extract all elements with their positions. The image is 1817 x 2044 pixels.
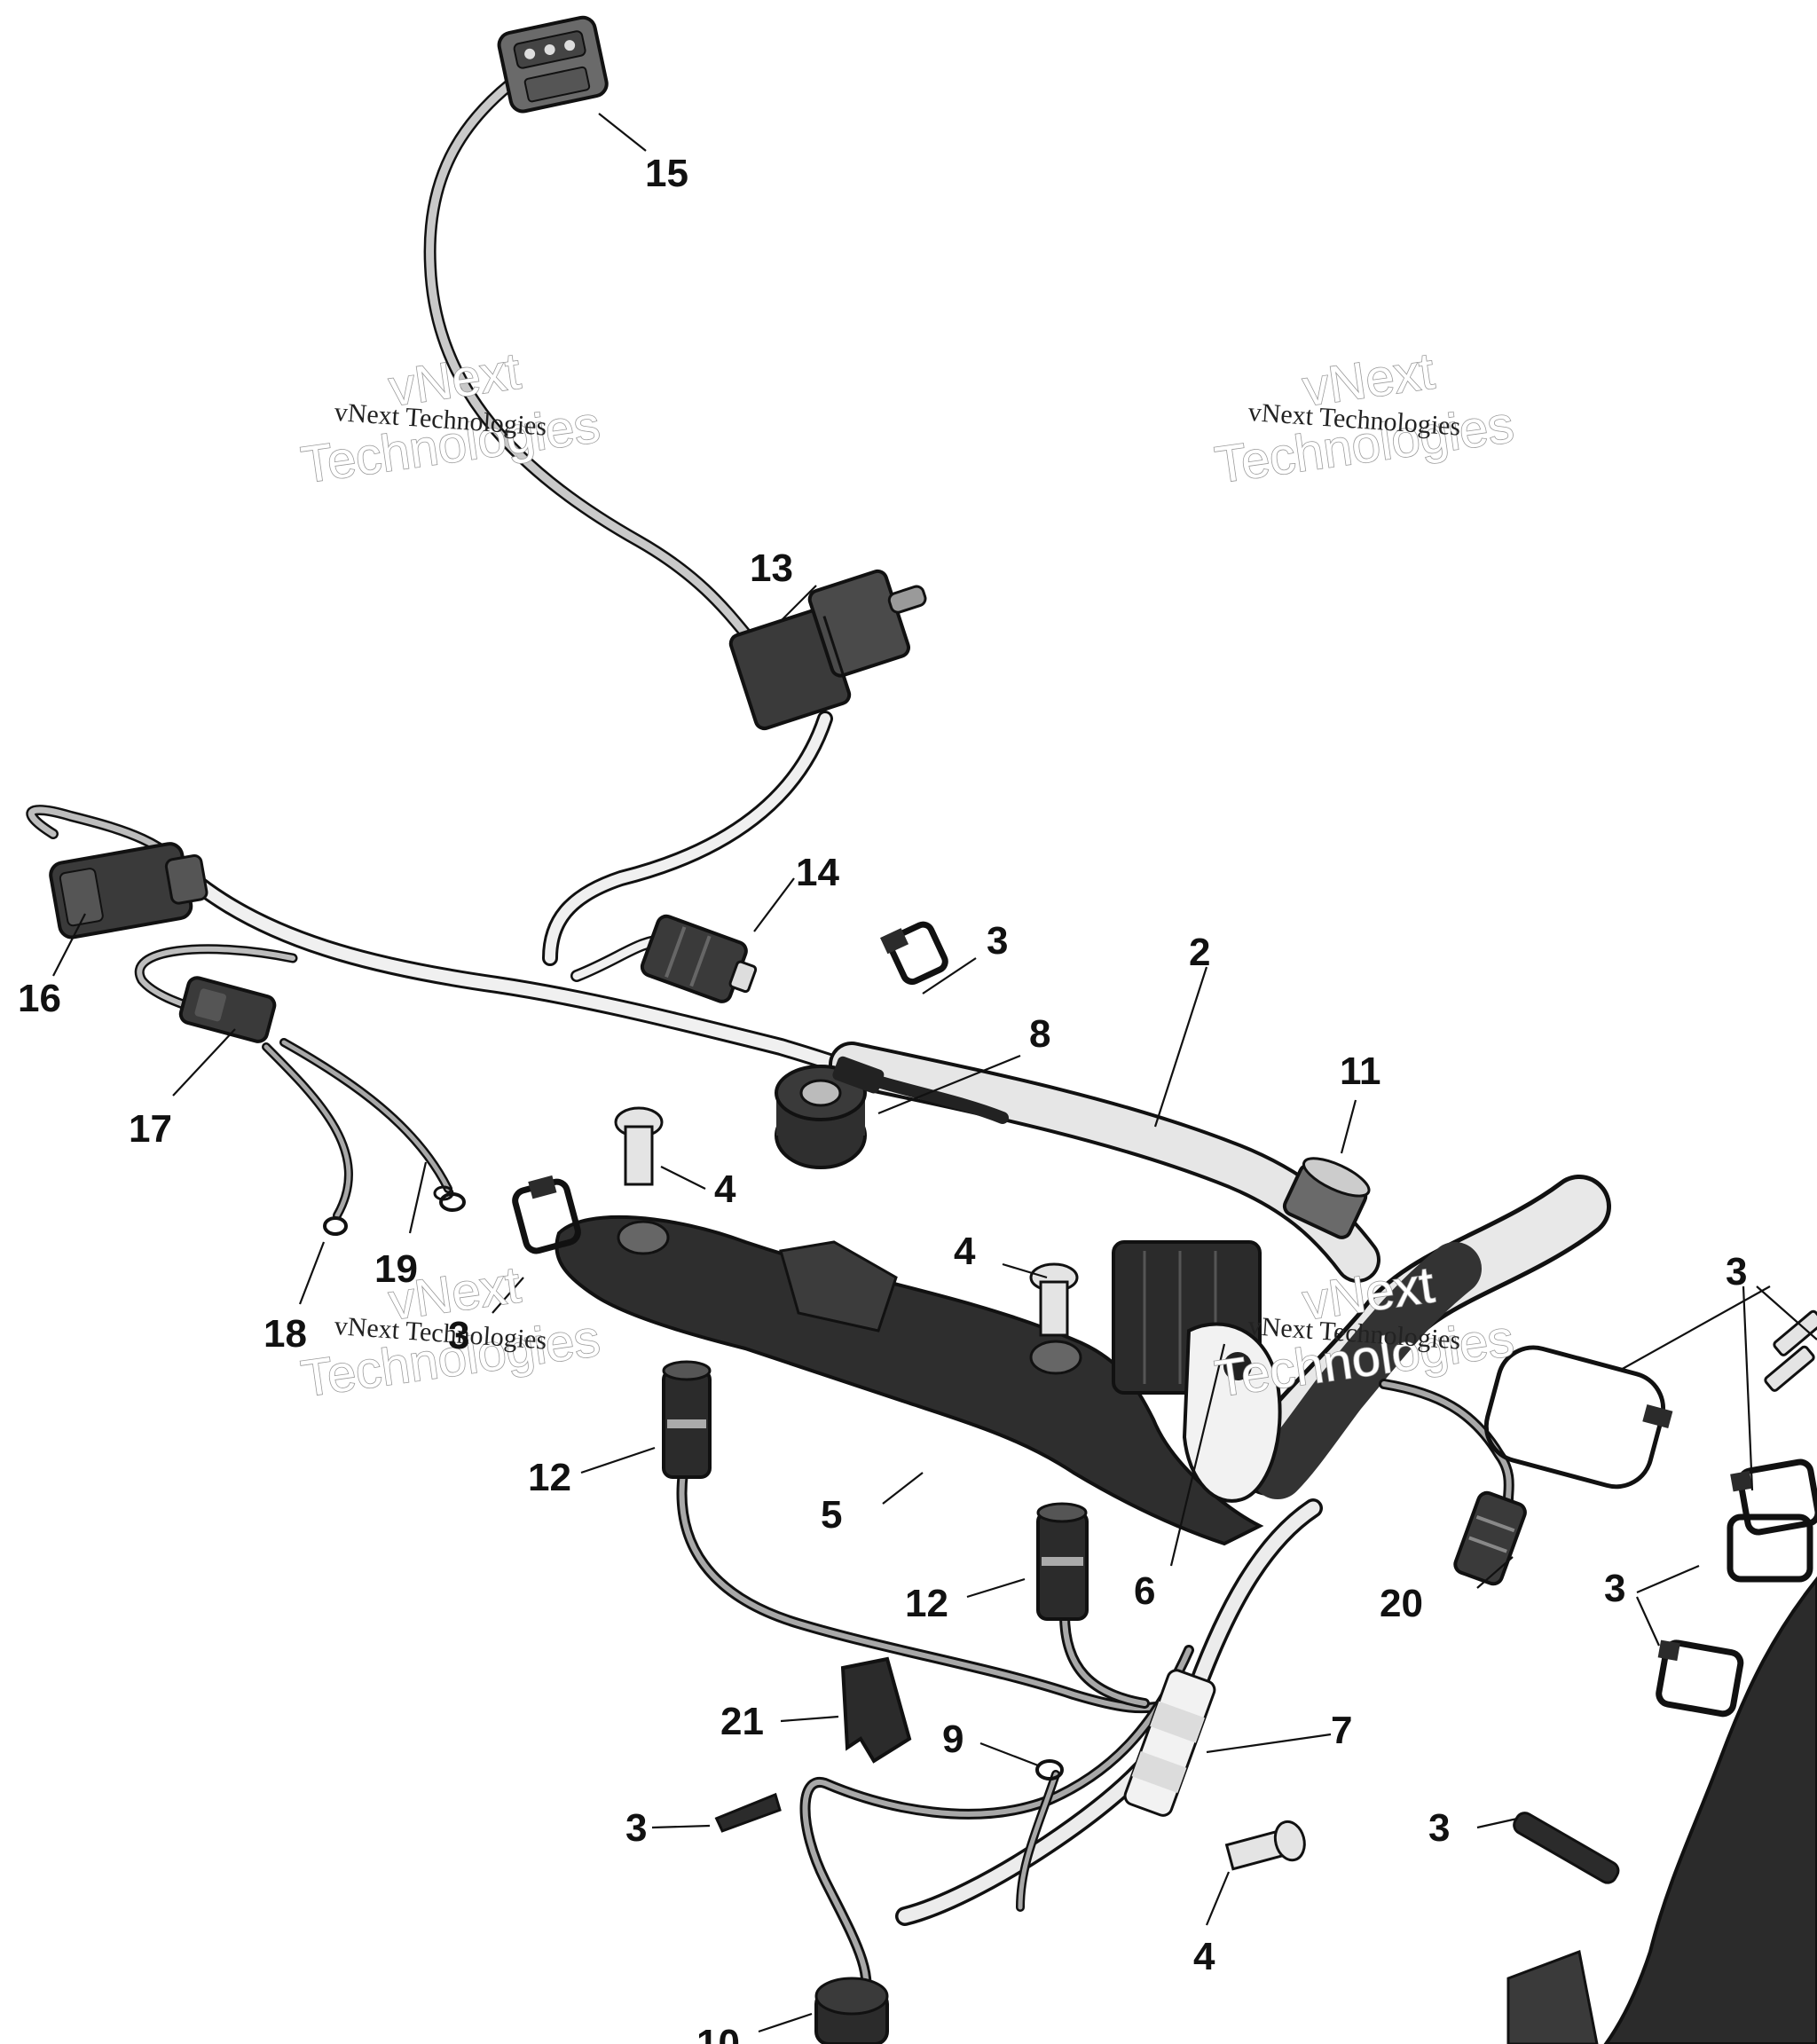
callout-8: 8	[1029, 1012, 1050, 1056]
connector-20	[1453, 1490, 1527, 1586]
connector-15	[497, 15, 609, 114]
callout-3-left: 3	[448, 1314, 469, 1357]
watermark-upper-right: vNext Technologies vNext Technologies	[1211, 342, 1518, 495]
watermark-upper-left: vNext Technologies vNext Technologies	[297, 342, 604, 495]
connector-14	[640, 914, 758, 1003]
callout-labels: 15 13 14 16 17 18 19 3 2 8 11 4 4 3 3 12…	[18, 152, 1747, 2044]
cable-tie-3h	[1513, 1812, 1620, 1884]
connector-17	[178, 976, 277, 1043]
callout-3-right: 3	[1726, 1250, 1747, 1293]
callout-4-lower: 4	[1193, 1935, 1215, 1978]
connector-13	[728, 569, 927, 731]
callout-10: 10	[696, 2022, 740, 2044]
callout-17: 17	[129, 1107, 172, 1151]
cable-tie-3c	[1483, 1345, 1673, 1490]
callout-20: 20	[1380, 1582, 1423, 1625]
screw-4b	[1029, 1262, 1079, 1337]
callout-11: 11	[1340, 1050, 1381, 1093]
callout-4-middle: 4	[954, 1230, 976, 1273]
cable-tie-3e	[1727, 1513, 1813, 1583]
callout-6: 6	[1134, 1569, 1155, 1613]
callout-9: 9	[942, 1718, 964, 1761]
right-edge-terminals	[1764, 1309, 1817, 1392]
callout-4-upper: 4	[714, 1167, 736, 1211]
sleeve-7	[1123, 1669, 1216, 1817]
ring-terminal-18	[323, 1216, 348, 1236]
callout-3-bottom-left: 3	[625, 1806, 647, 1850]
callout-13: 13	[750, 546, 793, 590]
clip-21	[840, 1656, 912, 1764]
cable-tie-3f	[1656, 1639, 1744, 1718]
screw-4c	[1224, 1820, 1306, 1871]
callout-14: 14	[796, 851, 839, 894]
wire-19	[279, 1038, 452, 1193]
callout-12-right: 12	[905, 1582, 948, 1625]
callout-19: 19	[374, 1247, 418, 1291]
callout-5: 5	[821, 1493, 842, 1537]
watermark-lower-left: vNext Technologies vNext Technologies	[297, 1255, 604, 1409]
callout-15: 15	[645, 152, 688, 195]
ring-terminal-19	[433, 1185, 466, 1212]
connector-16	[49, 842, 208, 939]
callout-3-bottom-right: 3	[1428, 1806, 1450, 1850]
right-edge-bracket	[1506, 1576, 1817, 2044]
ring-terminal-9	[1035, 1759, 1064, 1781]
leader-lines	[52, 113, 1817, 2033]
callout-3-top: 3	[987, 919, 1008, 963]
callout-18: 18	[264, 1312, 307, 1356]
connector-10	[814, 1977, 889, 2044]
sensor-connector-6	[1112, 1240, 1282, 1503]
knock-sensor-8	[775, 1056, 885, 1169]
callout-21: 21	[720, 1700, 764, 1743]
cable-tie-3g	[714, 1792, 782, 1833]
screw-4a	[614, 1106, 664, 1186]
callout-3-right-lower: 3	[1604, 1567, 1625, 1610]
sensor-12a	[662, 1360, 712, 1479]
cable-tie-3a	[880, 921, 948, 986]
sensor-12b	[1036, 1502, 1089, 1621]
callout-16: 16	[18, 977, 61, 1020]
callout-7: 7	[1331, 1709, 1352, 1752]
callout-12-left: 12	[528, 1456, 571, 1499]
callout-2: 2	[1189, 931, 1210, 974]
bracket-5	[555, 1215, 1264, 1546]
sensor-11	[1282, 1157, 1371, 1239]
cable-tie-3b	[512, 1175, 581, 1254]
cable-tie-3d	[1730, 1458, 1817, 1536]
